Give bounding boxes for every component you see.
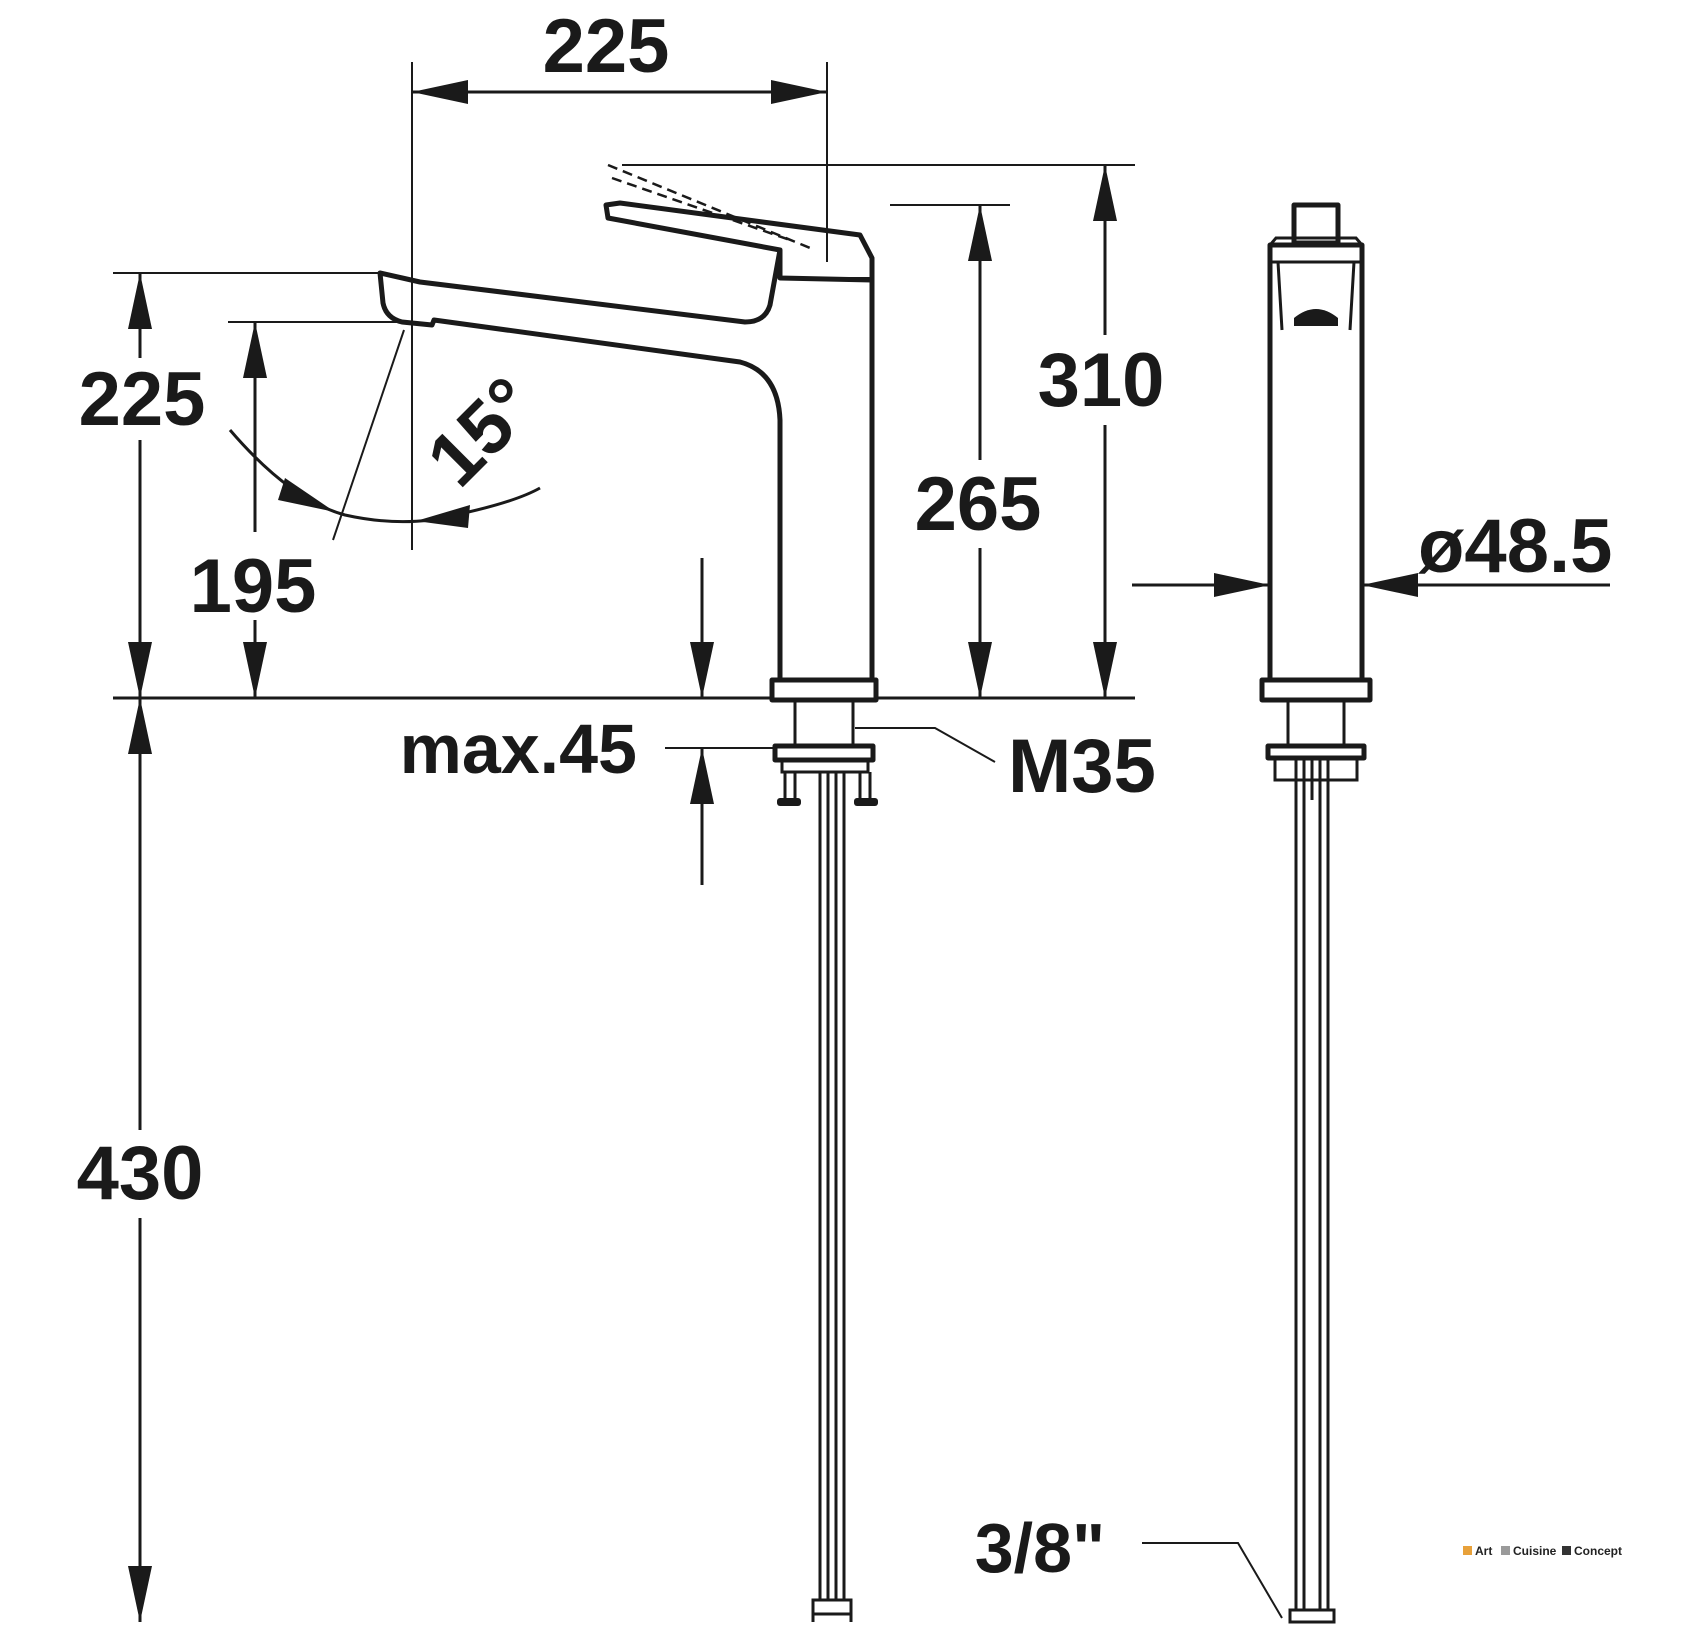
label-hose-length: 430 [77,1131,204,1216]
label-thread: M35 [1008,724,1156,809]
logo-word-1: Art [1475,1544,1492,1558]
faucet-side-view [377,163,879,1622]
dim-hose-length: 430 [77,698,204,1622]
faucet-front-view [1259,202,1373,1624]
callout-hose-connection: 3/8" [975,1509,1283,1619]
dim-total-height: 310 [622,164,1165,698]
label-total-height: 310 [1038,338,1165,423]
logo-square-2 [1501,1546,1510,1555]
label-top-width: 225 [543,4,670,89]
dim-spout-height: 195 [190,321,400,698]
dim-lever-height: 265 [890,204,1042,698]
dim-max-thickness: max.45 [400,558,775,885]
label-lever-height: 265 [915,462,1042,547]
label-spout-height: 195 [190,544,317,629]
logo-square-1 [1463,1546,1472,1555]
logo-square-3 [1562,1546,1571,1555]
label-angle: 15° [411,361,552,502]
brand-logo: Art Cuisine Concept [1463,1544,1622,1558]
label-left-height: 225 [79,357,206,442]
dim-left-height: 225 [79,272,380,698]
logo-word-3: Concept [1574,1544,1622,1558]
logo-word-2: Cuisine [1513,1544,1557,1558]
dim-angle: 15° [228,329,553,541]
label-hose-connection: 3/8" [975,1509,1106,1587]
label-diameter: ø48.5 [1418,504,1612,589]
label-max-thickness: max.45 [400,710,637,788]
dim-top-width: 225 [411,4,828,550]
callout-thread: M35 [855,724,1156,809]
dim-diameter: ø48.5 [1132,504,1612,597]
